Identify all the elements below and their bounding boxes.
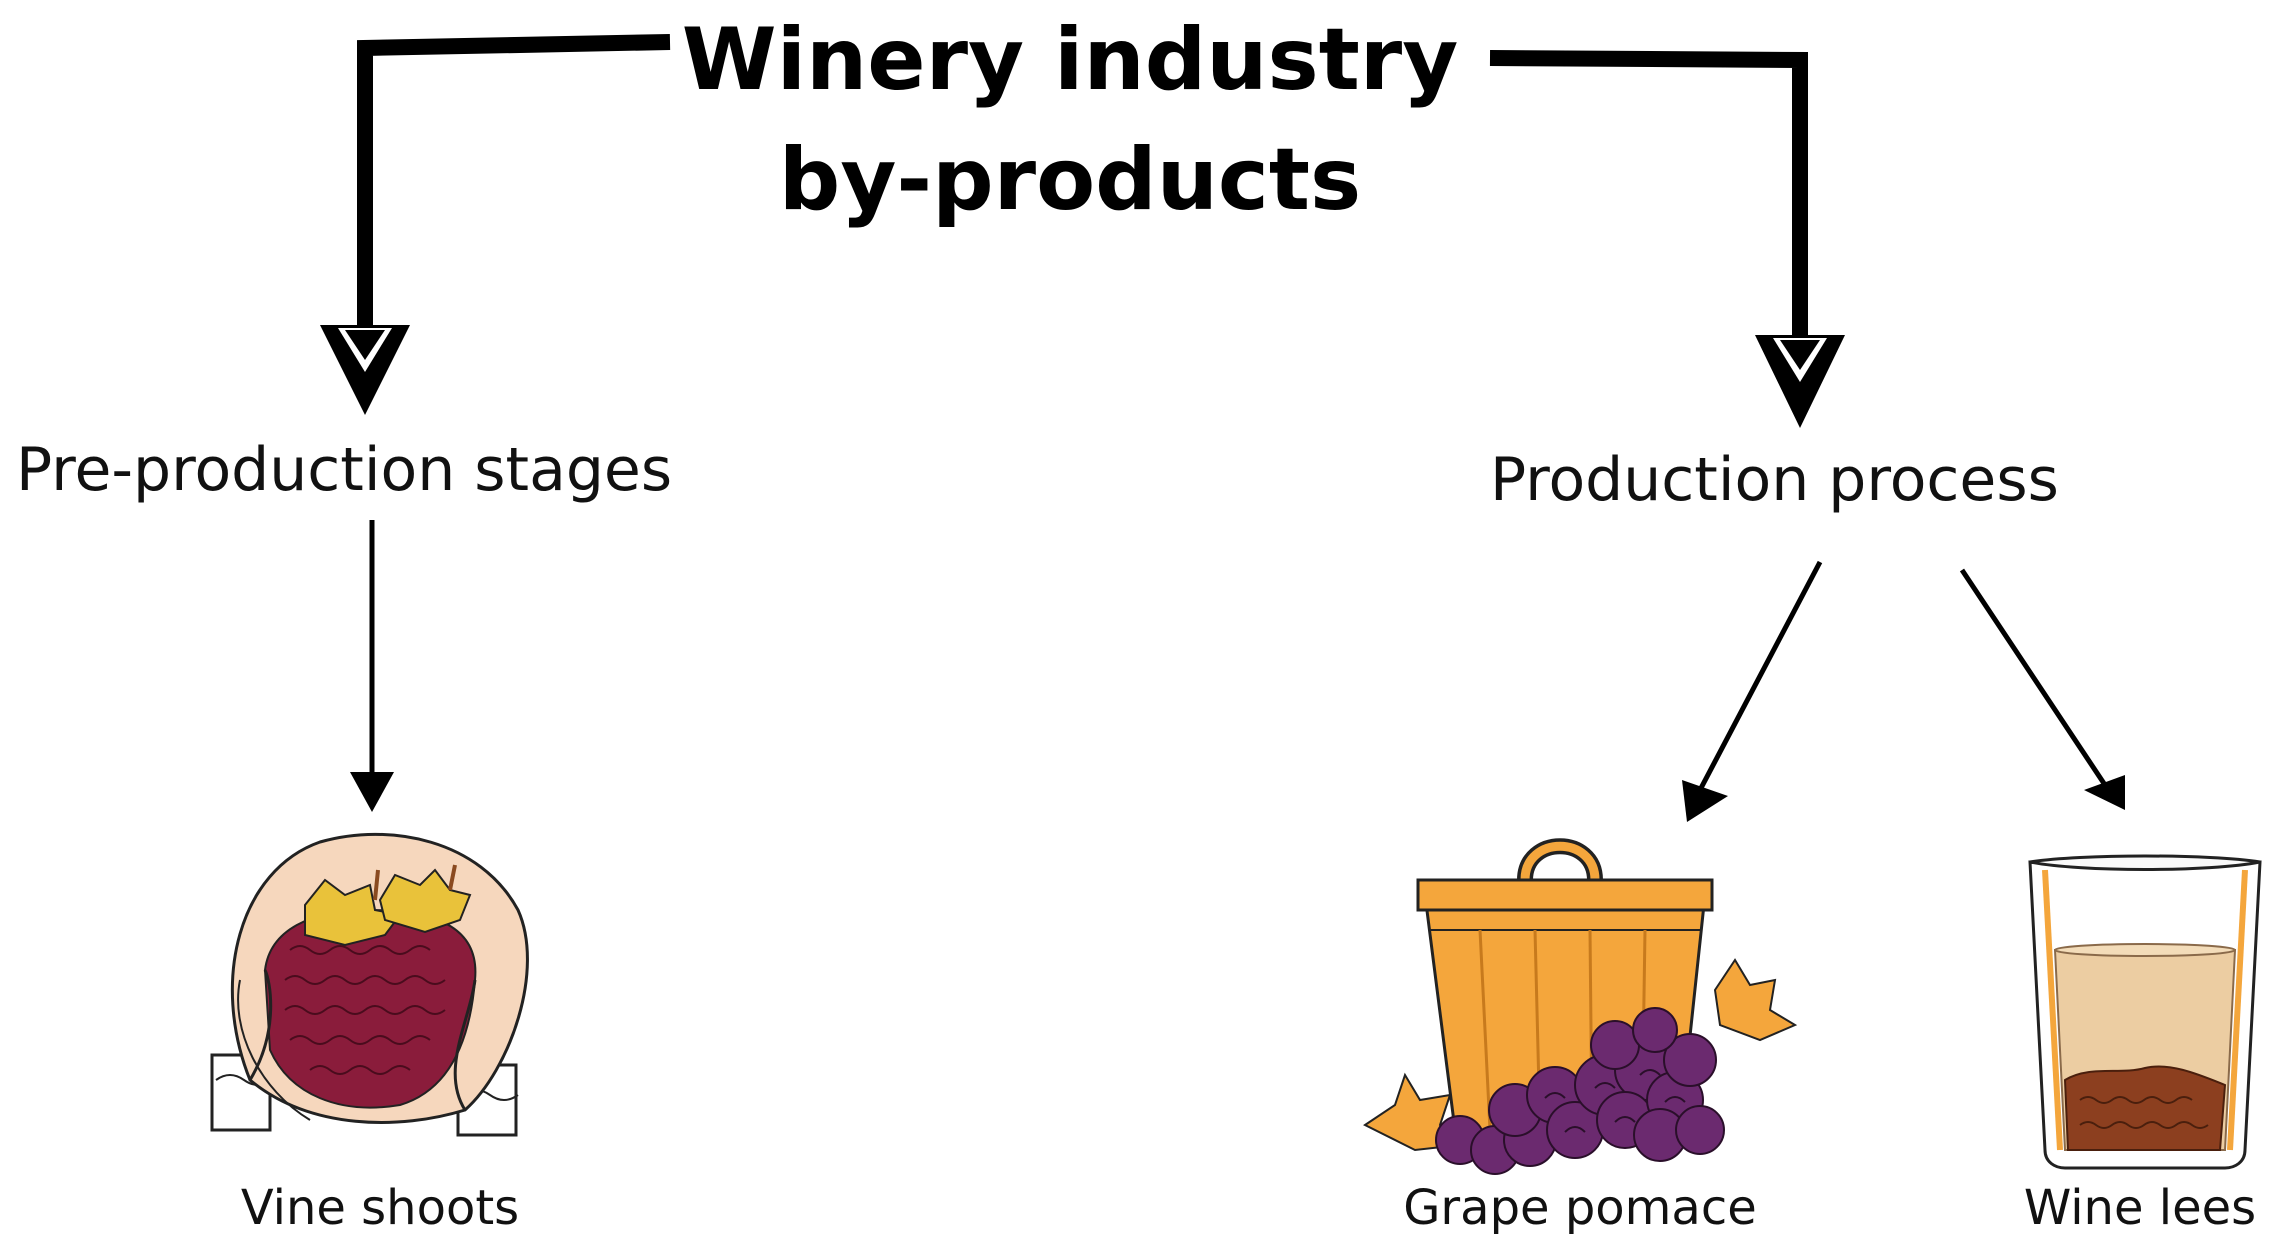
preproduction-stages-label: Pre-production stages: [16, 435, 673, 505]
arrow-title-to-production: [1489, 50, 1845, 428]
production-process-label: Production process: [1490, 445, 2059, 515]
basket-with-grapes-illustration: [1363, 838, 1798, 1175]
arrow-to-wine-lees: [1959, 568, 2125, 810]
wine-lees-label: Wine lees: [2023, 1180, 2257, 1236]
title-line-2: by-products: [778, 130, 1362, 230]
vine-shoots-label: Vine shoots: [240, 1180, 520, 1236]
arrow-to-vine-shoots: [350, 520, 394, 812]
arrow-title-to-preproduction: [320, 34, 671, 415]
arrow-to-grape-pomace: [1682, 560, 1823, 822]
diagram-title: Winery industry by-products: [660, 0, 1480, 240]
bag-of-grapes-illustration: [210, 832, 529, 1137]
glass-with-sediment-illustration: [2028, 854, 2262, 1170]
grape-pomace-label: Grape pomace: [1403, 1180, 1757, 1236]
title-line-1: Winery industry: [681, 10, 1459, 110]
